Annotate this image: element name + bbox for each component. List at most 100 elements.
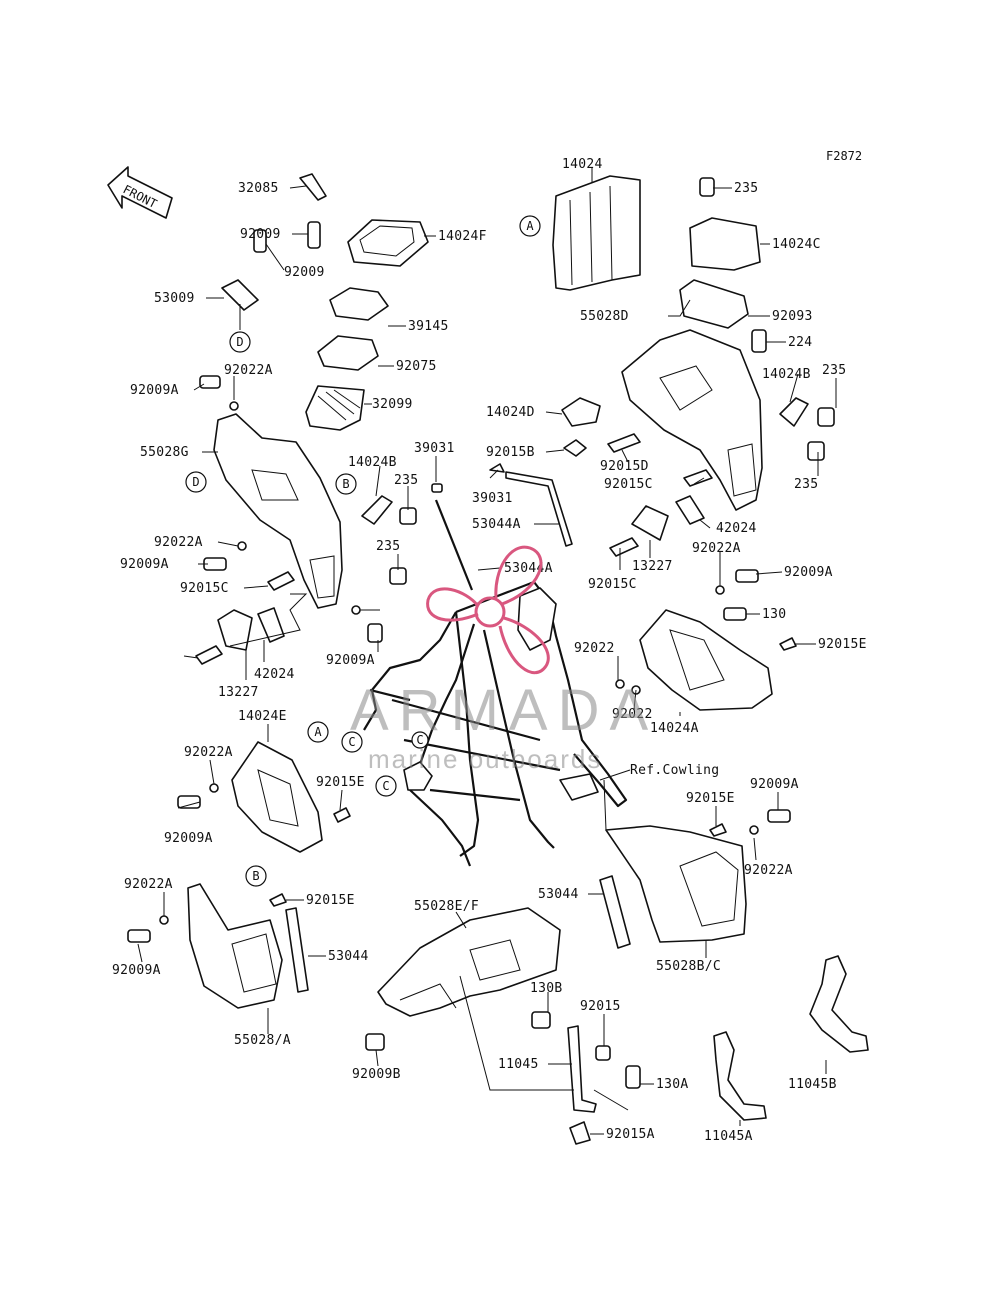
- part-42024-left: [257, 607, 285, 643]
- part-92009a-bolt-3: [367, 623, 383, 643]
- part-14024c-lid: [689, 217, 761, 271]
- part-92015e-clip-right: [779, 637, 797, 651]
- label-92009a-7: 92009A: [112, 963, 161, 978]
- label-92015c-left: 92015C: [180, 581, 229, 596]
- part-92022a-washer-3: [351, 605, 361, 615]
- watermark-logo: ARMADA marine outboards: [350, 545, 658, 774]
- part-92015a-clip: [569, 1121, 591, 1145]
- part-130b-bolt: [531, 1011, 551, 1029]
- leader-lines: [137, 168, 837, 1135]
- watermark-subtitle: marine outboards: [368, 744, 602, 774]
- label-92022a-1: 92022A: [224, 363, 273, 378]
- label-92022a-2: 92022A: [154, 535, 203, 550]
- part-92022a-washer-6: [159, 915, 169, 925]
- label-92015: 92015: [580, 999, 621, 1014]
- label-92009a-4: 92009A: [326, 653, 375, 668]
- part-39145-gasket: [329, 287, 389, 321]
- watermark-title: ARMADA: [350, 678, 658, 743]
- svg-text:A: A: [314, 725, 322, 739]
- label-92075: 92075: [396, 359, 437, 374]
- label-55028d: 55028D: [580, 309, 629, 324]
- circle-ref-d-left: D: [185, 471, 207, 493]
- part-92015c-clip-right: [683, 469, 713, 487]
- part-14024f-cap: [347, 219, 429, 267]
- label-55028bc: 55028B/C: [656, 959, 721, 974]
- part-55028ef-panel: [377, 907, 561, 1017]
- front-arrow-icon: FRONT: [107, 166, 173, 219]
- part-92009-bolt: [307, 221, 321, 249]
- part-14024-cover: [552, 175, 641, 291]
- label-92015c-right-2: 92015C: [588, 577, 637, 592]
- part-92009a-bolt-right: [735, 569, 759, 583]
- label-92015e-right-2: 92015E: [686, 791, 735, 806]
- label-14024a: 14024A: [650, 721, 699, 736]
- part-235-left-2: [389, 567, 407, 585]
- label-42024-right: 42024: [716, 521, 757, 536]
- label-32085: 32085: [238, 181, 279, 196]
- part-55028d-panel: [621, 329, 763, 511]
- label-92015c-right: 92015C: [604, 477, 653, 492]
- circle-ref-c-mid: C: [375, 775, 397, 797]
- svg-text:C: C: [348, 735, 355, 749]
- label-92093: 92093: [772, 309, 813, 324]
- part-13227-left: [217, 609, 253, 651]
- label-92009a-6: 92009A: [164, 831, 213, 846]
- part-labels: 14024 235 32085 92009 14024F 14024C 9200…: [112, 157, 866, 1144]
- part-55028a-panel: [187, 883, 283, 1009]
- label-13227-right: 13227: [632, 559, 673, 574]
- part-92022a-washer-4: [209, 783, 219, 793]
- label-92009-b: 92009: [284, 265, 325, 280]
- part-130-bolt: [723, 607, 747, 621]
- part-92015b-grommet: [563, 439, 587, 457]
- part-92015c-clip-left-2: [195, 645, 223, 665]
- label-53044a-a: 53044A: [472, 517, 521, 532]
- svg-text:B: B: [342, 477, 349, 491]
- label-92009-a: 92009: [240, 227, 281, 242]
- part-92015c-clip-right-2: [609, 537, 639, 557]
- part-13227-right: [631, 505, 669, 541]
- label-55028a: 55028/A: [234, 1033, 291, 1048]
- label-130: 130: [762, 607, 786, 622]
- part-92009b-bolt: [365, 1033, 385, 1051]
- part-92009a-bolt-6: [127, 929, 151, 943]
- label-130a: 130A: [656, 1077, 689, 1092]
- label-92009a-1: 92009A: [130, 383, 179, 398]
- part-92093-seal: [679, 279, 749, 329]
- part-14024b-left: [361, 495, 393, 525]
- svg-text:A: A: [526, 219, 534, 233]
- label-14024c: 14024C: [772, 237, 821, 252]
- part-32099-louver: [305, 385, 365, 431]
- part-32085-bracket: [299, 173, 327, 201]
- label-14024b-left: 14024B: [348, 455, 397, 470]
- label-92022a-4: 92022A: [184, 745, 233, 760]
- label-92009a-5: 92009A: [750, 777, 799, 792]
- circle-ref-c-top: C: [341, 731, 363, 753]
- label-92009a-2: 92009A: [120, 557, 169, 572]
- circle-ref-d-top: D: [229, 331, 251, 353]
- part-14024e-cover: [231, 741, 323, 853]
- reference-circles: A D D B C A C C B: [185, 215, 541, 887]
- label-ref-cowling: Ref.Cowling: [630, 763, 719, 778]
- part-11045b-bracket: [809, 955, 869, 1053]
- circle-ref-a-mid: A: [307, 721, 329, 743]
- part-224-screw: [751, 329, 767, 353]
- label-235-right-1: 235: [822, 363, 846, 378]
- part-92022a-washer-right: [715, 585, 725, 595]
- label-53009: 53009: [154, 291, 195, 306]
- label-235-right-2: 235: [794, 477, 818, 492]
- label-235-left-1: 235: [394, 473, 418, 488]
- part-92009-bolt-2: [253, 229, 267, 253]
- part-53044a-rod: [505, 471, 573, 547]
- part-14024d-plate: [561, 397, 601, 427]
- figure-code: F2872: [826, 149, 862, 163]
- part-53044-strip-left: [285, 907, 309, 993]
- part-92022a-washer-2: [237, 541, 247, 551]
- svg-text:D: D: [236, 335, 243, 349]
- label-92022a-6: 92022A: [124, 877, 173, 892]
- label-92015e-left-2: 92015E: [306, 893, 355, 908]
- circle-ref-a-top: A: [519, 215, 541, 237]
- label-14024b-right: 14024B: [762, 367, 811, 382]
- circle-ref-c-frame: C: [411, 731, 429, 749]
- part-130a-bolt: [625, 1065, 641, 1089]
